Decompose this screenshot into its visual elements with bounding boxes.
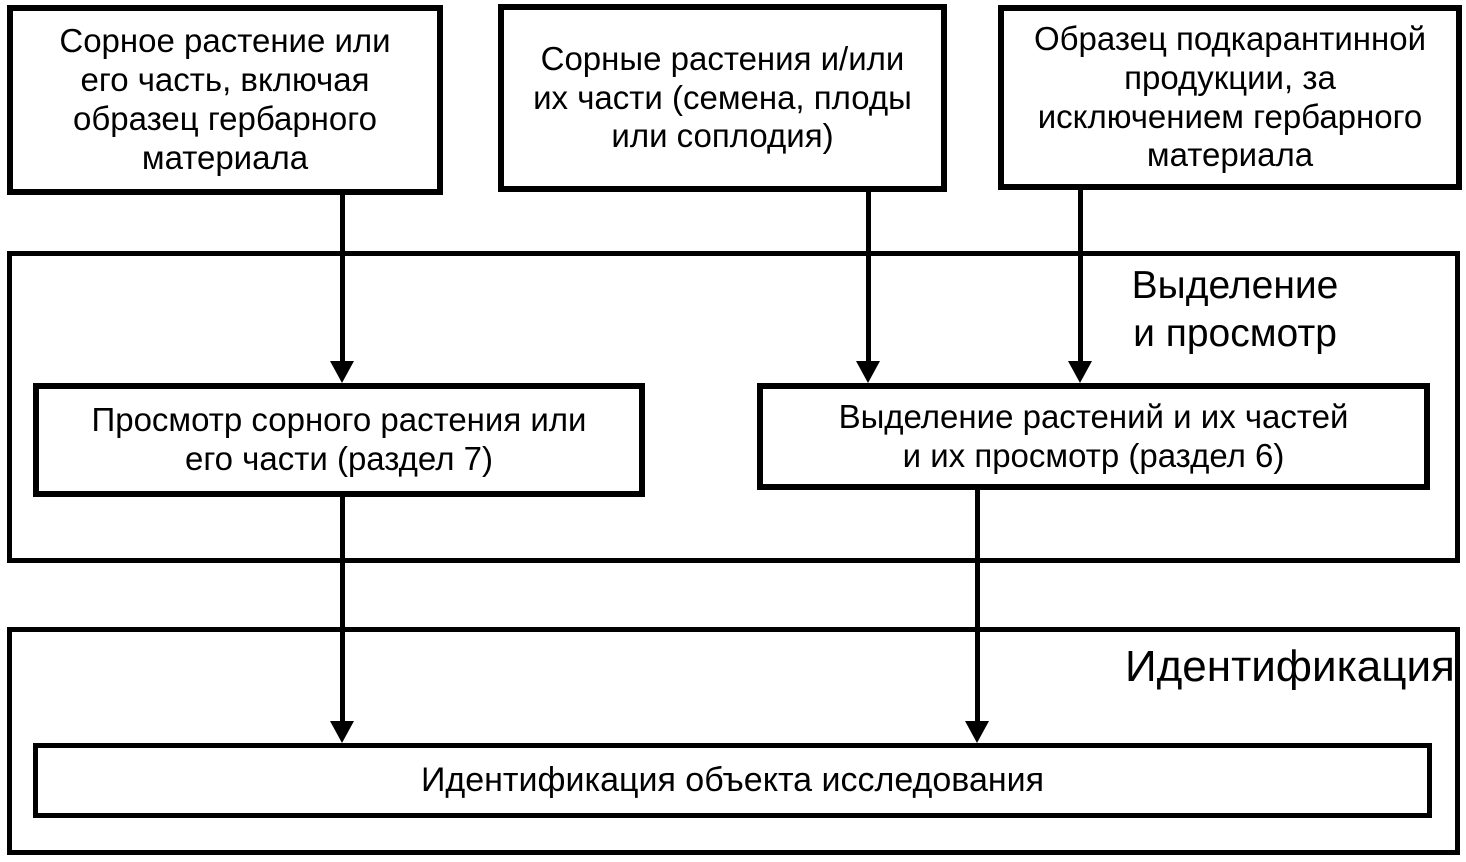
arrow-extract-to-identification-line (975, 490, 980, 723)
process-box-extract-plants: Выделение растений и их частей и их прос… (757, 383, 1430, 490)
input-box-quarantine-product: Образец подкарантинной продукции, за иск… (998, 5, 1462, 190)
input-box-weed-plant: Сорное растение или его часть, включая о… (7, 5, 443, 195)
identification-section-label: Идентификация (1125, 642, 1455, 691)
arrow-review-to-identification-line (340, 497, 345, 723)
arrow-quarantine-product-to-extract-line (1078, 190, 1083, 363)
extraction-section-label: Выделение и просмотр (1131, 264, 1339, 355)
arrow-weed-plant-to-review-line (340, 195, 345, 363)
result-box-identification: Идентификация объекта исследования (33, 743, 1432, 818)
arrow-extract-to-identification-head-icon (965, 721, 989, 743)
arrow-review-to-identification-head-icon (330, 721, 354, 743)
input-box-weed-plants-parts: Сорные растения и/или их части (семена, … (498, 4, 947, 192)
arrow-plants-parts-to-extract-head-icon (856, 361, 880, 383)
arrow-plants-parts-to-extract-line (866, 192, 871, 363)
arrow-quarantine-product-to-extract-head-icon (1068, 361, 1092, 383)
process-box-review-weed-plant: Просмотр сорного растения или его части … (33, 383, 645, 497)
arrow-weed-plant-to-review-head-icon (330, 361, 354, 383)
